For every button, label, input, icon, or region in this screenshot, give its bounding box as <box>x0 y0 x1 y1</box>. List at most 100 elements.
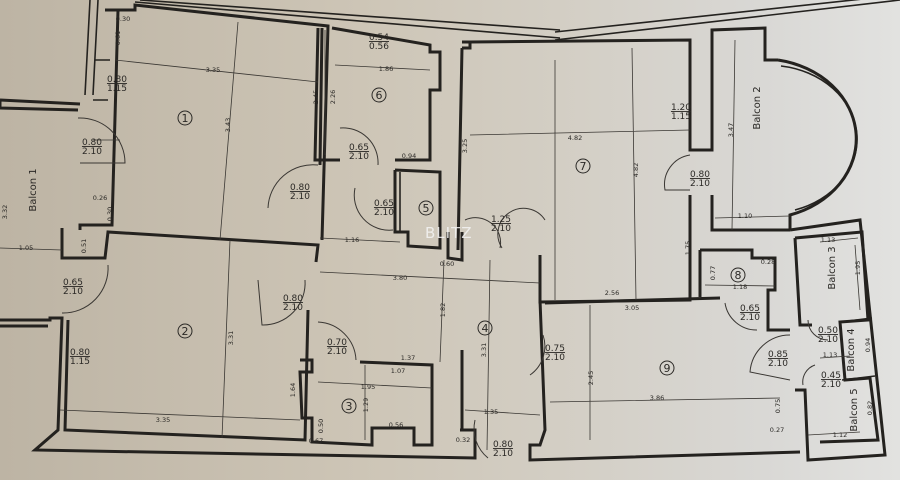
door-label: 0.802.10 <box>290 183 310 202</box>
balcony-labels: Balcon 1 Balcon 2 Balcon 3 Balcon 4 Balc… <box>28 86 860 431</box>
room-1-number: 1 <box>177 110 193 126</box>
svg-text:1.13: 1.13 <box>821 236 835 244</box>
svg-text:2.10: 2.10 <box>768 359 788 369</box>
balcon-2-label: Balcon 2 <box>752 86 763 129</box>
svg-text:0.32: 0.32 <box>456 436 470 444</box>
door-label: 0.652.10 <box>349 143 369 162</box>
svg-text:1.18: 1.18 <box>733 283 747 291</box>
svg-text:0.75: 0.75 <box>545 344 565 354</box>
walls <box>0 3 887 462</box>
svg-text:2.10: 2.10 <box>740 313 760 323</box>
svg-text:1: 1 <box>182 112 189 125</box>
door-label: 0.652.10 <box>374 199 394 218</box>
svg-text:2.10: 2.10 <box>491 224 511 234</box>
svg-text:8: 8 <box>735 269 742 282</box>
svg-text:0.54: 0.54 <box>369 33 389 43</box>
svg-text:6: 6 <box>376 89 383 102</box>
room-5-number: 5 <box>418 200 434 216</box>
door-label: 0.502.10 <box>818 326 838 345</box>
svg-text:2.10: 2.10 <box>493 449 513 459</box>
svg-text:3.35: 3.35 <box>156 416 170 424</box>
door-swings <box>61 117 829 459</box>
svg-text:0.94: 0.94 <box>402 152 416 160</box>
svg-text:0.50: 0.50 <box>317 419 325 433</box>
svg-text:2.10: 2.10 <box>327 347 347 357</box>
svg-text:0.70: 0.70 <box>327 338 347 348</box>
svg-text:4.82: 4.82 <box>632 163 640 177</box>
door-label: 0.852.10 <box>768 350 788 369</box>
balcon-1-label: Balcon 1 <box>28 168 39 211</box>
door-labels: 0.801.15 0.802.10 0.802.10 0.652.10 0.65… <box>63 33 841 459</box>
svg-text:4: 4 <box>482 322 489 335</box>
svg-text:2.56: 2.56 <box>605 289 619 297</box>
svg-text:0.82: 0.82 <box>866 401 874 415</box>
balcon-4-label: Balcon 4 <box>846 328 857 371</box>
dimension-labels: 3.35 3.43 2.45 2.26 1.86 0.30 0.61 3.32 … <box>1 15 874 445</box>
svg-text:0.65: 0.65 <box>349 143 369 153</box>
svg-text:1.29: 1.29 <box>362 398 370 412</box>
svg-text:1.82: 1.82 <box>439 303 447 317</box>
room-3-number: 3 <box>341 398 357 414</box>
svg-text:2.10: 2.10 <box>821 380 841 390</box>
svg-text:9: 9 <box>664 362 671 375</box>
svg-text:3.43: 3.43 <box>224 118 232 132</box>
door-label: 0.702.10 <box>327 338 347 357</box>
svg-text:1.05: 1.05 <box>19 244 33 252</box>
door-label: 0.652.10 <box>63 278 83 297</box>
door-label: 0.801.15 <box>107 75 127 94</box>
svg-text:3.80: 3.80 <box>393 274 407 282</box>
svg-text:3.31: 3.31 <box>480 343 488 357</box>
svg-text:0.80: 0.80 <box>283 294 303 304</box>
svg-text:0.67: 0.67 <box>309 437 323 445</box>
room-9-number: 9 <box>659 360 675 376</box>
room-2-number: 2 <box>177 323 193 339</box>
door-label: 0.752.10 <box>545 344 565 363</box>
svg-text:3.32: 3.32 <box>1 205 9 219</box>
svg-text:3.31: 3.31 <box>227 331 235 345</box>
dimension-lines <box>0 21 861 451</box>
svg-text:2.10: 2.10 <box>63 287 83 297</box>
balcon-3-label: Balcon 3 <box>827 246 838 289</box>
paper-border-lines <box>84 0 900 96</box>
svg-text:1.15: 1.15 <box>671 112 691 122</box>
svg-text:5: 5 <box>423 202 430 215</box>
svg-text:0.27: 0.27 <box>770 426 784 434</box>
svg-text:0.60: 0.60 <box>440 260 454 268</box>
svg-text:2.10: 2.10 <box>690 179 710 189</box>
svg-text:2.10: 2.10 <box>82 147 102 157</box>
door-label: 1.252.10 <box>491 215 511 234</box>
svg-text:1.15: 1.15 <box>107 84 127 94</box>
svg-text:0.80: 0.80 <box>107 75 127 85</box>
door-label: 1.201.15 <box>671 103 691 122</box>
door-label: 0.652.10 <box>740 304 760 323</box>
svg-text:2.10: 2.10 <box>283 303 303 313</box>
room-8-number: 8 <box>730 267 746 283</box>
svg-text:2.10: 2.10 <box>290 192 310 202</box>
svg-text:0.85: 0.85 <box>768 350 788 360</box>
door-label: 0.452.10 <box>821 371 841 390</box>
svg-text:3.25: 3.25 <box>461 139 469 153</box>
svg-text:0.65: 0.65 <box>740 304 760 314</box>
door-label: 0.540.56 <box>369 33 389 52</box>
svg-text:3: 3 <box>346 400 353 413</box>
svg-text:0.94: 0.94 <box>864 338 872 352</box>
svg-text:3.35: 3.35 <box>206 66 220 74</box>
svg-text:0.45: 0.45 <box>821 371 841 381</box>
svg-text:1.07: 1.07 <box>391 367 405 375</box>
svg-text:1.86: 1.86 <box>379 65 393 73</box>
svg-text:4.82: 4.82 <box>568 134 582 142</box>
svg-text:0.75: 0.75 <box>774 399 782 413</box>
room-numbers: 1 2 3 4 5 6 7 8 9 <box>177 87 746 414</box>
balcon-5-label: Balcon 5 <box>849 388 860 431</box>
svg-text:3.86: 3.86 <box>650 394 664 402</box>
svg-text:0.77: 0.77 <box>709 266 717 280</box>
svg-text:2.10: 2.10 <box>374 208 394 218</box>
svg-text:0.51: 0.51 <box>80 239 88 253</box>
svg-text:2.45: 2.45 <box>587 371 595 385</box>
svg-text:1.35: 1.35 <box>484 408 498 416</box>
svg-text:1.37: 1.37 <box>401 354 415 362</box>
svg-text:0.26: 0.26 <box>93 194 107 202</box>
svg-text:1.64: 1.64 <box>289 383 297 397</box>
door-label: 0.801.15 <box>70 348 90 367</box>
